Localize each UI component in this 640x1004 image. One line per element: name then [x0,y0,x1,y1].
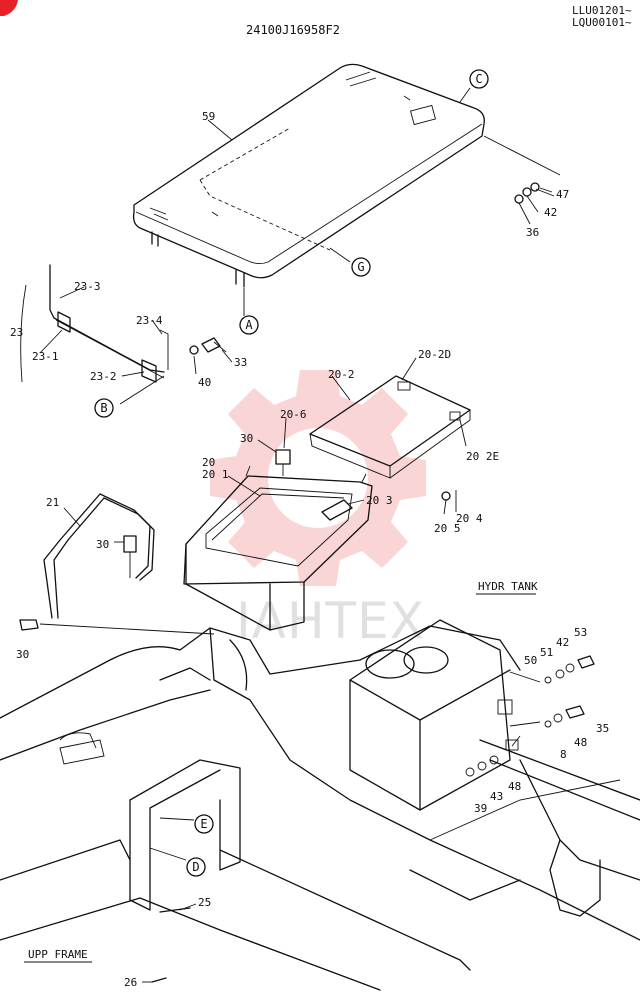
part-label-42-tank: 42 [556,636,569,649]
part-label-30-left: 30 [16,648,29,661]
bolt-group-right [483,135,561,204]
part-label-48-upper: 48 [574,736,587,749]
part-label-20-1: 20 1 [202,468,229,481]
svg-text:G: G [357,260,364,274]
part-label-20-5: 20 5 [434,522,461,535]
part-label-36: 36 [526,226,539,239]
clamp-20-3 [321,499,353,521]
part-label-20-6: 20-6 [280,408,307,421]
part-label-23-4: 23-4 [136,314,163,327]
washer-20-4 [441,491,451,501]
rod-21 [39,493,215,635]
hydr-tank-label: HYDR TANK [478,580,538,593]
watermark-text: IAHTEX [236,592,425,650]
part-label-47: 47 [556,188,569,201]
cover-panel [132,63,485,288]
part-label-42: 42 [544,206,557,219]
part-label-21: 21 [46,496,59,509]
watermark-gear-icon [210,370,426,586]
part-label-23-3: 23-3 [74,280,101,293]
part-label-25: 25 [198,896,211,909]
drawing-number: 24100J16958F2 [246,23,340,37]
view-marker-b: B [94,398,114,418]
part-label-20: 20 [202,456,215,469]
part-label-20-4: 20 4 [456,512,483,525]
svg-text:A: A [245,318,253,332]
hydraulic-tank [349,619,519,811]
bolt-33 [189,337,227,355]
part-label-50: 50 [524,654,537,667]
part-label-23-2: 23-2 [90,370,117,383]
leader-lines [39,87,555,983]
part-label-40: 40 [198,376,211,389]
bolt-group-tank [465,655,595,777]
part-label-23-1: 23-1 [32,350,59,363]
view-marker-c: C [469,69,489,89]
part-number-labels: 59 47 42 36 23-3 23 23-4 23-1 23-2 33 40… [10,110,609,989]
svg-text:B: B [100,401,107,415]
svg-text:D: D [192,860,199,874]
view-marker-e: E [194,814,214,834]
part-label-35: 35 [596,722,609,735]
pin-25 [159,907,191,913]
upper-frame [0,625,640,991]
box-lid [309,375,471,479]
part-label-51: 51 [540,646,553,659]
part-label-23: 23 [10,326,23,339]
upp-frame-label: UPP FRAME [28,948,88,961]
knob-30-left [19,619,39,631]
view-marker-g: G [351,257,371,277]
part-label-59: 59 [202,110,215,123]
part-label-20-3: 20 3 [366,494,393,507]
part-label-30-mid: 30 [96,538,109,551]
svg-text:C: C [475,72,482,86]
part-label-26: 26 [124,976,137,989]
corner-mark [0,0,18,16]
box-assembly [183,465,373,631]
pin-26 [151,977,167,983]
bracket-assembly [20,264,169,405]
part-label-39: 39 [474,802,487,815]
part-label-30-top: 30 [240,432,253,445]
part-label-53: 53 [574,626,587,639]
view-marker-d: D [186,857,206,877]
part-label-43: 43 [490,790,503,803]
part-label-48-lower: 48 [508,780,521,793]
part-label-33: 33 [234,356,247,369]
knob-30-top [275,449,291,476]
serial-range-1: LLU01201~ [572,4,632,17]
part-label-8: 8 [560,748,567,761]
part-label-20-2d: 20-2D [418,348,451,361]
view-marker-a: A [239,315,259,335]
part-label-20-2e: 20 2E [466,450,499,463]
serial-range-2: LQU00101~ [572,16,632,29]
part-label-20-2: 20-2 [328,368,355,381]
svg-text:E: E [200,817,207,831]
